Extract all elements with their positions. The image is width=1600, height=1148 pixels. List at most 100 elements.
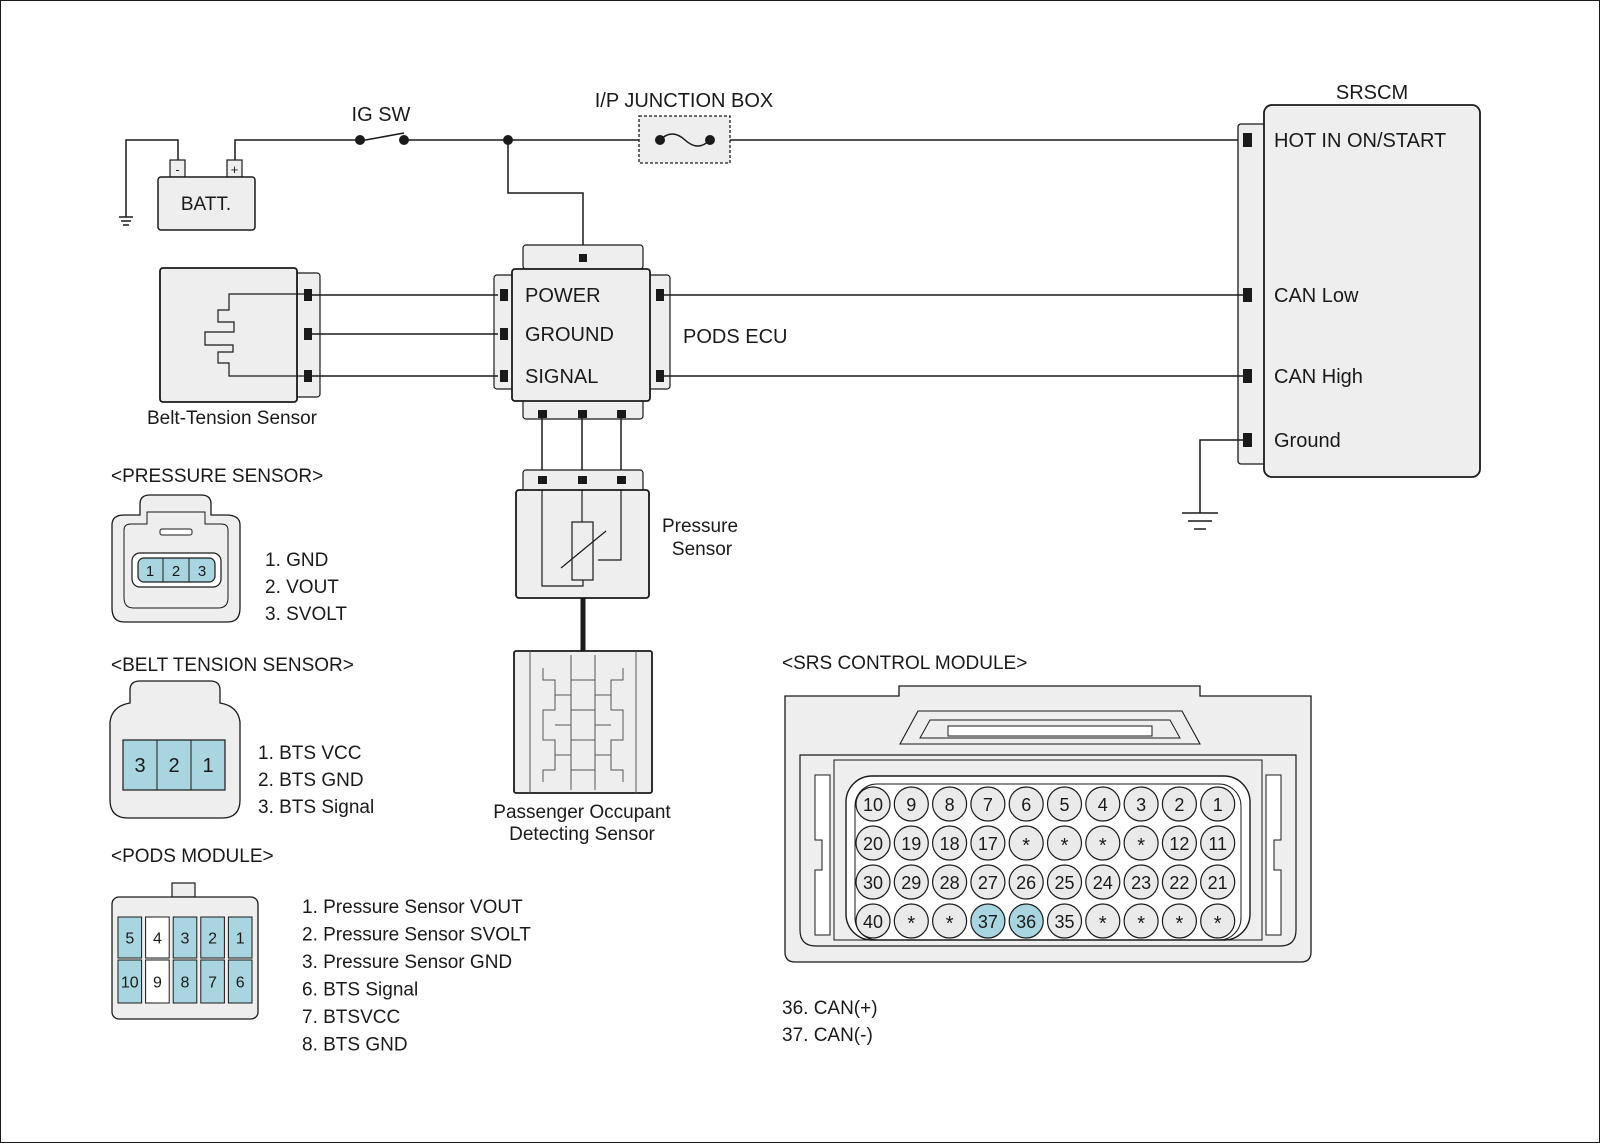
pressure-sensor-connector-title: <PRESSURE SENSOR> (111, 466, 323, 487)
srs-module-pin-circle (1085, 786, 1121, 822)
pods-module-cell (172, 959, 198, 1004)
srs-module-pin-circle (1008, 864, 1044, 900)
srs-module-pin: 18 (940, 834, 960, 854)
srs-module-pin: 25 (1054, 873, 1074, 893)
srs-module-pin-circle (893, 903, 929, 939)
srscm-pin-label: Ground (1274, 430, 1341, 452)
srs-module-pin-circle (931, 864, 968, 900)
pods-ecu-pin-label: POWER (525, 285, 601, 307)
srs-module-pin: 7 (983, 795, 993, 815)
pods-module-pin: 3 (181, 931, 190, 948)
srs-module-pin-circle (1200, 903, 1236, 939)
power-wiring (119, 132, 1247, 258)
srs-module-pin-circle (855, 786, 891, 822)
battery-plus-label: + (231, 162, 239, 177)
srs-module-pin: 20 (863, 834, 883, 854)
srs-module-pin: * (907, 913, 915, 935)
belt-tension-pin: 1 (202, 755, 213, 777)
srs-module-pin: 21 (1208, 873, 1228, 893)
srs-module-pin-circle (893, 786, 929, 822)
pressure-sensor-pin: 1 (146, 563, 154, 580)
srs-module-pin: 12 (1169, 834, 1189, 854)
srs-module-pin: 17 (978, 834, 998, 854)
srs-module-pin-circle (1161, 864, 1198, 900)
srs-module-pin: 6 (1021, 795, 1031, 815)
occupant-detecting-sensor: Passenger Occupant Detecting Sensor (493, 650, 671, 845)
srs-module-pin-circle (1123, 864, 1159, 900)
srs-control-module-title: <SRS CONTROL MODULE> (782, 653, 1027, 674)
pods-module-cell (117, 959, 143, 1004)
battery-label: BATT. (181, 194, 231, 215)
belt-tension-pin: 3 (134, 755, 145, 777)
srs-module-pin: * (1099, 913, 1107, 935)
srs-module-pin: * (1137, 835, 1145, 857)
pressure-sensor-legend-item: 3. SVOLT (265, 604, 347, 625)
pods-module-pin: 6 (236, 975, 245, 992)
srs-module-pin: * (1214, 913, 1222, 935)
srs-module-pin: 30 (863, 873, 883, 893)
srs-module-pin: 11 (1208, 834, 1227, 854)
pods-module-legend-item: 2. Pressure Sensor SVOLT (302, 925, 531, 946)
srs-module-pin: 5 (1059, 795, 1069, 815)
srs-module-pin: 19 (901, 834, 921, 854)
srs-module-pin-circle (1161, 786, 1198, 822)
srs-module-pin: 10 (863, 795, 883, 815)
srscm-pin-terminal (1243, 288, 1252, 302)
srs-module-pin: 29 (901, 873, 921, 893)
pods-module-legend-item: 3. Pressure Sensor GND (302, 952, 512, 973)
srs-module-pin-circle (855, 903, 891, 939)
srscm-ground (1182, 439, 1247, 530)
srs-module-pin-circle (970, 825, 1006, 861)
srs-module-pin-circle (1046, 825, 1083, 861)
pods-module-legend-item: 1. Pressure Sensor VOUT (302, 897, 523, 918)
srs-module-pin: 35 (1054, 912, 1074, 932)
pods-module-pin: 2 (208, 931, 217, 948)
srs-module-pin: 1 (1213, 795, 1223, 815)
pods-ecu-pin-label: SIGNAL (525, 366, 598, 388)
occupant-sensor-label-line1: Passenger Occupant (493, 802, 671, 823)
srs-module-pin: * (1137, 913, 1145, 935)
srs-module-pin-circle (893, 864, 929, 900)
belt-tension-pin: 2 (168, 755, 179, 777)
pods-module-pin: 4 (153, 931, 162, 948)
belt-tension-sensor: Belt-Tension Sensor (147, 267, 321, 429)
junction-box-label: I/P JUNCTION BOX (595, 90, 774, 112)
srs-module-pin-circle (931, 786, 968, 822)
srs-module-legend-item: 37. CAN(-) (782, 1025, 873, 1046)
belt-tension-connector-title: <BELT TENSION SENSOR> (111, 655, 354, 676)
srs-module-pin: 26 (1016, 873, 1036, 893)
pods-module-connector-title: <PODS MODULE> (111, 846, 274, 867)
pressure-sensor: Pressure Sensor (515, 418, 738, 599)
srs-module-pin-circle (855, 864, 891, 900)
pods-module-legend-item: 7. BTSVCC (302, 1007, 400, 1028)
srs-module-pin-circle (855, 825, 891, 861)
pods-module-cell (145, 916, 170, 959)
pods-ecu-left-terminal (500, 328, 508, 340)
srs-module-pin-circle (893, 825, 929, 861)
srs-module-pin: 2 (1174, 795, 1184, 815)
srs-module-pin-circle (1046, 786, 1083, 822)
pods-module-pin: 9 (153, 975, 162, 992)
pressure-sensor-pin: 2 (172, 563, 180, 580)
srs-module-pin: 36 (1016, 912, 1036, 932)
fuse-icon (659, 133, 711, 147)
srs-module-pin: 9 (906, 795, 916, 815)
pods-module-cell (145, 959, 170, 1004)
srs-module-pin: * (1176, 913, 1184, 935)
pressure-sensor-pin: 3 (198, 563, 206, 580)
pods-module-cell (227, 959, 253, 1004)
pods-module-pin: 7 (208, 975, 217, 992)
pods-module-cell (200, 959, 225, 1004)
srs-module-legend: 36. CAN(+)37. CAN(-) (782, 998, 878, 1046)
srs-module-pin-circle (1008, 786, 1044, 822)
srs-module-pin-circle (1161, 825, 1198, 861)
